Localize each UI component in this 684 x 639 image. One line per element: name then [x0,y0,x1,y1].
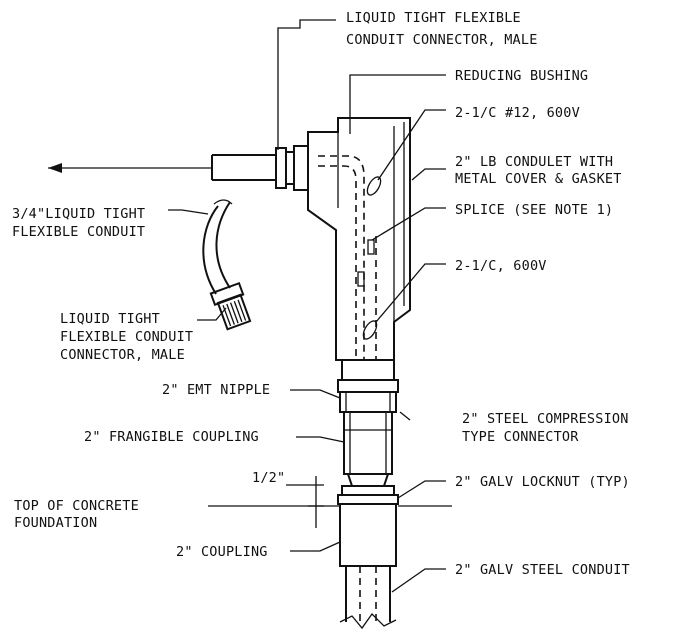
internal-conductors [318,155,377,360]
label-splice: SPLICE (SEE NOTE 1) [455,202,613,218]
svg-text:2" LB CONDULET WITH: 2" LB CONDULET WITH [455,154,613,170]
svg-text:CONDUIT CONNECTOR, MALE: CONDUIT CONNECTOR, MALE [346,32,538,48]
frangible-coupling [343,411,393,487]
label-half-inch: 1/2" [252,470,285,486]
label-compression-connector: 2" STEEL COMPRESSION TYPE CONNECTOR [462,411,629,445]
label-coupling: 2" COUPLING [176,544,268,560]
label-galv-conduit: 2" GALV STEEL CONDUIT [455,562,630,578]
coupling-body [339,503,397,567]
label-emt-nipple: 2" EMT NIPPLE [162,382,270,398]
label-flex-conduit: 3/4"LIQUID TIGHT FLEXIBLE CONDUIT [12,206,145,240]
svg-text:FOUNDATION: FOUNDATION [14,515,97,531]
galv-steel-conduit [339,566,397,630]
outgoing-arrow [48,163,212,173]
top-liquid-tight-connector [275,145,309,191]
svg-text:FLEXIBLE CONDUIT: FLEXIBLE CONDUIT [60,329,193,345]
svg-text:CONNECTOR, MALE: CONNECTOR, MALE [60,347,185,363]
label-wire-12: 2-1/C #12, 600V [455,105,580,121]
horizontal-flexible-conduit [211,154,276,181]
svg-text:FLEXIBLE CONDUIT: FLEXIBLE CONDUIT [12,224,145,240]
svg-text:3/4"LIQUID TIGHT: 3/4"LIQUID TIGHT [12,206,145,222]
label-locknut: 2" GALV LOCKNUT (TYP) [455,474,630,490]
svg-text:LIQUID TIGHT: LIQUID TIGHT [60,311,160,327]
svg-text:METAL COVER & GASKET: METAL COVER & GASKET [455,171,622,187]
label-reducing-bushing: REDUCING BUSHING [455,68,588,84]
label-lt-connector-left: LIQUID TIGHT FLEXIBLE CONDUIT CONNECTOR,… [60,311,193,363]
svg-text:TYPE CONNECTOR: TYPE CONNECTOR [462,429,579,445]
half-inch-dimension [286,476,324,528]
galv-locknut [337,485,399,505]
label-wire-600: 2-1/C, 600V [455,258,547,274]
label-lt-connector-top: LIQUID TIGHT FLEXIBLE CONDUIT CONNECTOR,… [346,10,538,48]
svg-text:LIQUID TIGHT FLEXIBLE: LIQUID TIGHT FLEXIBLE [346,10,521,26]
lb-condulet [307,117,411,361]
svg-text:2" STEEL COMPRESSION: 2" STEEL COMPRESSION [462,411,629,427]
label-frangible-coupling: 2" FRANGIBLE COUPLING [84,429,259,445]
svg-text:TOP OF CONCRETE: TOP OF CONCRETE [14,498,139,514]
leader-lines [168,19,446,593]
label-lb-condulet: 2" LB CONDULET WITH METAL COVER & GASKET [455,154,622,187]
emt-nipple-and-connector [337,359,399,413]
splice-marks [357,176,382,340]
label-concrete-top: TOP OF CONCRETE FOUNDATION [14,498,139,531]
flexible-conduit-loose [202,199,252,331]
